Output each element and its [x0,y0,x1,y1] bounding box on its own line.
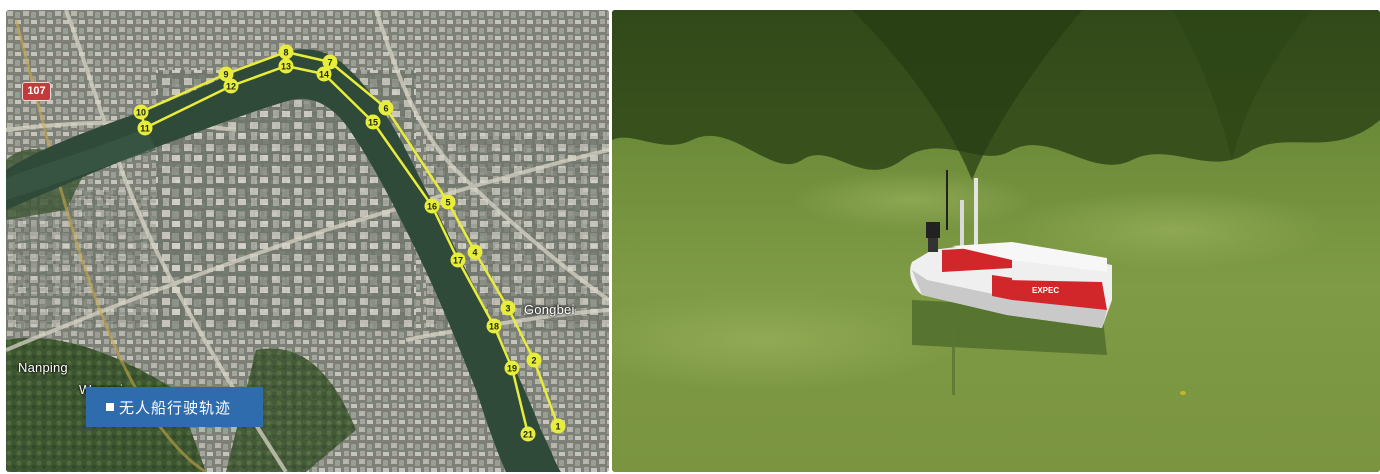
waypoint-7: 7 [322,54,338,70]
unmanned-boat: EXPEC [910,170,1112,328]
unmanned-boat-photo-image: EXPEC [612,10,1380,472]
boat-photo: EXPEC [612,10,1380,472]
svg-text:13: 13 [281,62,291,72]
svg-text:15: 15 [368,118,378,128]
svg-text:14: 14 [319,70,329,80]
map-caption: 无人船行驶轨迹 [86,387,263,427]
waypoint-21: 21 [520,426,536,442]
waypoint-18: 18 [486,318,502,334]
road-number-badge: 107 [22,82,51,101]
waypoint-10: 10 [133,104,149,120]
map-caption-text: 无人船行驶轨迹 [119,398,232,417]
svg-text:18: 18 [489,322,499,332]
waypoint-3: 3 [500,300,516,316]
svg-text:11: 11 [140,124,150,134]
waypoint-9: 9 [218,66,234,82]
waypoint-1: 1 [550,418,566,434]
svg-text:19: 19 [507,364,517,374]
waypoint-13: 13 [278,58,294,74]
svg-text:4: 4 [472,248,477,258]
svg-text:8: 8 [283,48,288,58]
route-map: 1 2 3 4 5 6 7 8 9 10 11 12 13 14 15 16 1… [6,10,609,472]
svg-text:6: 6 [383,104,388,114]
svg-text:5: 5 [445,198,450,208]
square-bullet-icon [106,403,114,411]
waypoint-16: 16 [424,198,440,214]
svg-text:2: 2 [531,356,536,366]
svg-text:1: 1 [555,422,560,432]
place-label-gongbei: Gongbei [524,302,575,317]
waypoint-19: 19 [504,360,520,376]
waypoint-14: 14 [316,66,332,82]
waypoint-4: 4 [467,244,483,260]
svg-text:12: 12 [226,82,236,92]
svg-text:7: 7 [327,58,332,68]
boat-brand-label: EXPEC [1032,286,1059,295]
place-label-nanping: Nanping [18,360,68,375]
waypoint-6: 6 [378,100,394,116]
waypoint-2: 2 [526,352,542,368]
svg-text:9: 9 [223,70,228,80]
svg-text:10: 10 [136,108,146,118]
svg-text:21: 21 [523,430,533,440]
satellite-map-image: 1 2 3 4 5 6 7 8 9 10 11 12 13 14 15 16 1… [6,10,609,472]
svg-text:16: 16 [427,202,437,212]
waypoint-17: 17 [450,252,466,268]
svg-text:3: 3 [505,304,510,314]
waypoint-15: 15 [365,114,381,130]
waypoint-5: 5 [440,194,456,210]
waypoint-11: 11 [137,120,153,136]
waypoint-8: 8 [278,44,294,60]
waypoint-12: 12 [223,78,239,94]
svg-text:17: 17 [453,256,463,266]
